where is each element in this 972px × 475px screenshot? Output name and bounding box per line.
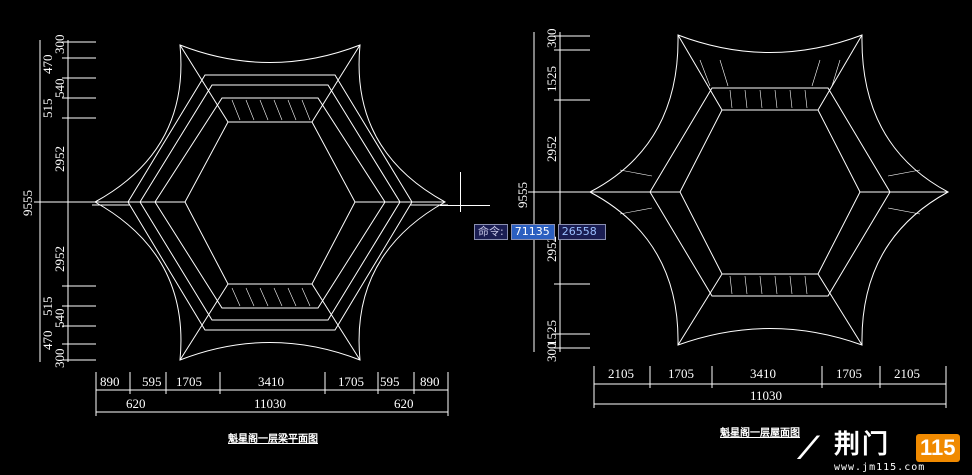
left-dim-h-620-a: 620 xyxy=(126,396,146,411)
left-dim-v-540-bottom: 540 xyxy=(52,309,67,329)
logo-brand-text: 荆门 xyxy=(834,430,891,460)
right-vertical-dims: 300 1525 2952 2952 1525 300 9555 xyxy=(515,29,559,363)
right-dim-h-2105-b: 2105 xyxy=(894,366,920,381)
left-plan-geometry xyxy=(92,44,448,361)
command-label: 命令: xyxy=(474,224,508,240)
left-dim-v-2952-bottom: 2952 xyxy=(52,246,67,272)
right-dim-v-total: 9555 xyxy=(515,182,530,208)
left-dim-v-515-top: 515 xyxy=(40,99,55,119)
left-plan-title: 魁星阁一层梁平面图 xyxy=(228,432,318,445)
left-vertical-dim-lines xyxy=(34,40,96,362)
right-dim-h-1705-a: 1705 xyxy=(668,366,694,381)
left-dim-h-595-a: 595 xyxy=(142,374,162,389)
left-dim-h-1705-b: 1705 xyxy=(338,374,364,389)
right-dim-h-2105-a: 2105 xyxy=(608,366,634,381)
left-dim-h-total: 11030 xyxy=(254,396,286,411)
coordinate-y-input[interactable]: 26558 xyxy=(557,224,606,240)
coordinate-x-input[interactable]: 71135 xyxy=(510,224,555,240)
logo-url-text: www.jm115.com xyxy=(834,462,926,473)
watermark-logo: ⟋ 荆门 115 www.jm115.com xyxy=(794,428,970,474)
right-plan-geometry xyxy=(588,34,950,346)
left-dim-v-300-bottom: 300 xyxy=(52,349,67,369)
right-dim-v-300-top: 300 xyxy=(544,29,559,49)
right-dim-h-total: 11030 xyxy=(750,388,782,403)
left-dim-v-2952-top: 2952 xyxy=(52,146,67,172)
left-vertical-dims: 300 470 515 540 2952 2952 515 540 470 30… xyxy=(20,35,67,369)
left-horizontal-dim-lines xyxy=(95,372,449,416)
left-dim-v-total: 9555 xyxy=(20,190,35,216)
right-dim-v-2952-bottom: 2952 xyxy=(544,236,559,262)
right-dim-h-1705-b: 1705 xyxy=(836,366,862,381)
dynamic-input-tooltip: 命令: 71135 26558 xyxy=(474,224,606,240)
left-dim-v-540-top: 540 xyxy=(52,79,67,99)
left-dim-v-470-bottom: 470 xyxy=(40,331,55,351)
right-dim-v-1525-bottom: 1525 xyxy=(544,320,559,346)
left-dim-h-890-b: 890 xyxy=(420,374,440,389)
right-dim-v-300-bottom: 300 xyxy=(544,343,559,363)
right-horizontal-dim-lines xyxy=(593,366,947,408)
left-horizontal-dims: 890 595 1705 3410 1705 595 890 620 11030… xyxy=(100,374,440,411)
left-dim-h-595-b: 595 xyxy=(380,374,400,389)
right-vertical-dim-lines xyxy=(528,32,590,352)
left-dim-v-300-top: 300 xyxy=(52,35,67,55)
left-dim-h-3410: 3410 xyxy=(258,374,284,389)
left-dim-h-890-a: 890 xyxy=(100,374,120,389)
left-dim-v-515-bottom: 515 xyxy=(40,297,55,317)
right-plan-title: 魁星阁一层屋面图 xyxy=(720,426,800,439)
left-dim-v-470-top: 470 xyxy=(40,55,55,75)
left-dim-h-1705-a: 1705 xyxy=(176,374,202,389)
right-horizontal-dims: 2105 1705 3410 1705 2105 11030 xyxy=(608,366,920,403)
cursor-crosshair-horizontal xyxy=(440,205,490,206)
left-dim-h-620-b: 620 xyxy=(394,396,414,411)
right-dim-h-3410: 3410 xyxy=(750,366,776,381)
right-dim-v-1525-top: 1525 xyxy=(544,66,559,92)
cursor-crosshair-vertical xyxy=(460,172,461,212)
logo-number-badge: 115 xyxy=(916,434,960,462)
right-dim-v-2952-top: 2952 xyxy=(544,136,559,162)
logo-icon: ⟋ xyxy=(798,432,819,465)
